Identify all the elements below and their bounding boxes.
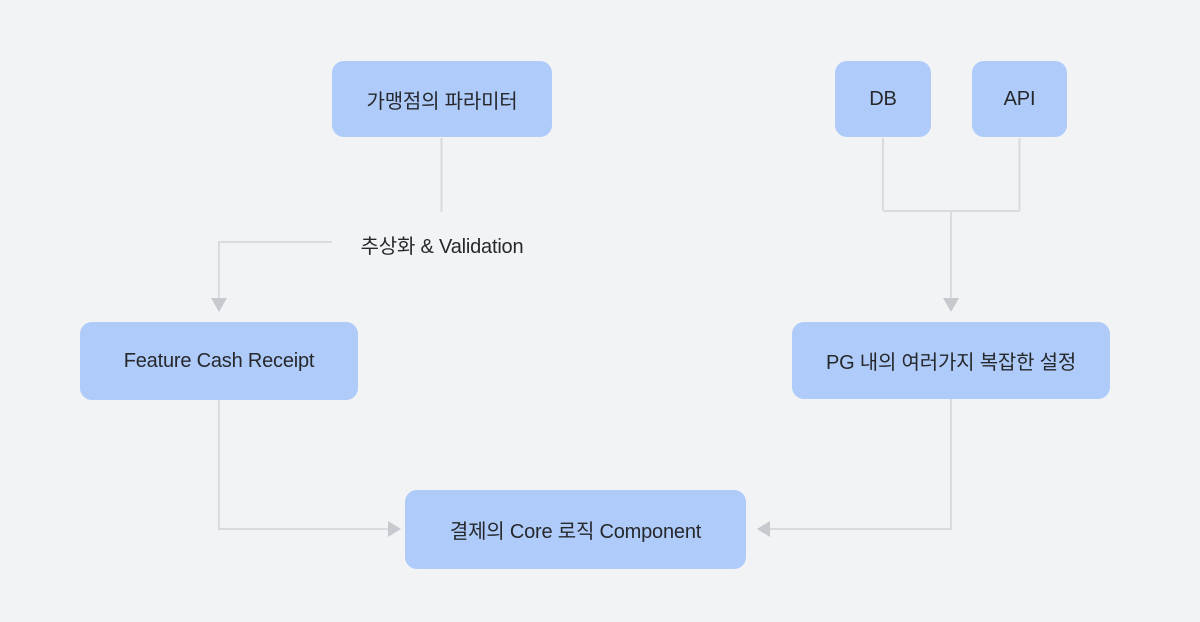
node-db: DB bbox=[835, 61, 931, 137]
node-pg-settings: PG 내의 여러가지 복잡한 설정 bbox=[792, 322, 1110, 399]
node-feature-cash-receipt-label: Feature Cash Receipt bbox=[123, 349, 315, 372]
edge-feature-to-core bbox=[218, 400, 388, 530]
arrowhead-down-pg-icon bbox=[943, 298, 959, 312]
edge-validation-to-feature bbox=[218, 241, 332, 298]
edge-label-abstraction-validation: 추상화 & Validation bbox=[360, 236, 524, 258]
node-merchant-parameters-label: 가맹점의 파라미터 bbox=[366, 90, 518, 113]
arrowhead-left-core-icon bbox=[757, 521, 770, 537]
edge-pg-to-core bbox=[770, 399, 952, 530]
arrowhead-right-core-icon bbox=[388, 521, 401, 537]
arrowhead-down-feature-icon bbox=[211, 298, 227, 312]
node-api: API bbox=[972, 61, 1067, 137]
node-pg-settings-label: PG 내의 여러가지 복잡한 설정 bbox=[825, 352, 1077, 374]
node-core-logic-component: 결제의 Core 로직 Component bbox=[405, 490, 746, 569]
node-feature-cash-receipt: Feature Cash Receipt bbox=[80, 322, 358, 400]
node-api-label: API bbox=[1003, 87, 1036, 110]
node-db-label: DB bbox=[869, 87, 897, 110]
node-core-logic-component-label: 결제의 Core 로직 Component bbox=[449, 521, 702, 543]
node-merchant-parameters: 가맹점의 파라미터 bbox=[332, 61, 552, 137]
